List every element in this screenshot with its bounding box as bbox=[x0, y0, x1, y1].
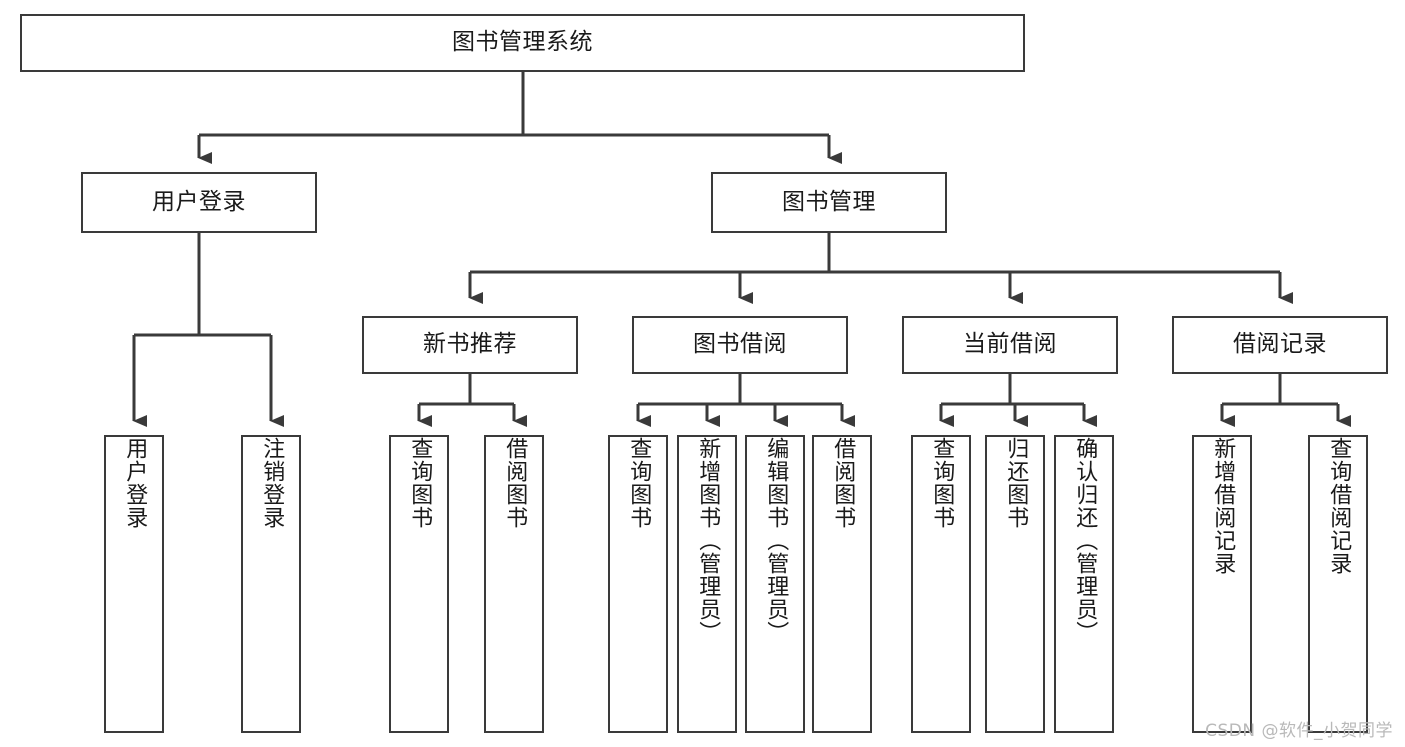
node-user-login-label: 用户登录 bbox=[152, 188, 246, 215]
node-leaf-borrow-book-1[interactable]: 借阅图书 bbox=[484, 435, 544, 733]
node-leaf-borrow-book-2-label: 借阅图书 bbox=[830, 437, 856, 529]
node-leaf-return-book-label: 归还图书 bbox=[1003, 437, 1029, 529]
node-leaf-confirm-return[interactable]: 确认归还（管理员） bbox=[1054, 435, 1114, 733]
node-leaf-return-book[interactable]: 归还图书 bbox=[985, 435, 1045, 733]
node-leaf-edit-book[interactable]: 编辑图书（管理员） bbox=[745, 435, 805, 733]
node-book-manage[interactable]: 图书管理 bbox=[711, 172, 947, 233]
node-root[interactable]: 图书管理系统 bbox=[20, 14, 1025, 72]
node-book-manage-label: 图书管理 bbox=[782, 188, 876, 215]
csdn-watermark: CSDN @软件_小贺同学 bbox=[1205, 721, 1393, 741]
node-borrow-record[interactable]: 借阅记录 bbox=[1172, 316, 1388, 374]
node-user-login[interactable]: 用户登录 bbox=[81, 172, 317, 233]
node-leaf-confirm-return-label: 确认归还（管理员） bbox=[1072, 437, 1098, 644]
node-leaf-user-login[interactable]: 用户登录 bbox=[104, 435, 164, 733]
node-leaf-add-book-label: 新增图书（管理员） bbox=[695, 437, 721, 644]
node-borrow-record-label: 借阅记录 bbox=[1233, 331, 1327, 358]
node-book-borrow[interactable]: 图书借阅 bbox=[632, 316, 848, 374]
node-new-book-recommend[interactable]: 新书推荐 bbox=[362, 316, 578, 374]
node-root-label: 图书管理系统 bbox=[452, 29, 593, 56]
node-new-book-recommend-label: 新书推荐 bbox=[423, 331, 517, 358]
node-leaf-query-book-3[interactable]: 查询图书 bbox=[911, 435, 971, 733]
node-book-borrow-label: 图书借阅 bbox=[693, 331, 787, 358]
node-leaf-query-book-1-label: 查询图书 bbox=[407, 437, 433, 529]
node-leaf-edit-book-label: 编辑图书（管理员） bbox=[763, 437, 789, 644]
node-leaf-query-book-3-label: 查询图书 bbox=[929, 437, 955, 529]
node-leaf-add-record[interactable]: 新增借阅记录 bbox=[1192, 435, 1252, 733]
node-leaf-add-record-label: 新增借阅记录 bbox=[1210, 437, 1236, 575]
node-leaf-query-book-2[interactable]: 查询图书 bbox=[608, 435, 668, 733]
node-leaf-query-book-2-label: 查询图书 bbox=[626, 437, 652, 529]
node-leaf-query-record-label: 查询借阅记录 bbox=[1326, 437, 1352, 575]
node-leaf-borrow-book-1-label: 借阅图书 bbox=[502, 437, 528, 529]
node-current-borrow[interactable]: 当前借阅 bbox=[902, 316, 1118, 374]
node-leaf-user-logout[interactable]: 注销登录 bbox=[241, 435, 301, 733]
node-leaf-user-login-label: 用户登录 bbox=[122, 437, 148, 529]
node-leaf-user-logout-label: 注销登录 bbox=[259, 437, 285, 529]
node-leaf-query-record[interactable]: 查询借阅记录 bbox=[1308, 435, 1368, 733]
node-leaf-add-book[interactable]: 新增图书（管理员） bbox=[677, 435, 737, 733]
node-leaf-query-book-1[interactable]: 查询图书 bbox=[389, 435, 449, 733]
node-current-borrow-label: 当前借阅 bbox=[963, 331, 1057, 358]
node-leaf-borrow-book-2[interactable]: 借阅图书 bbox=[812, 435, 872, 733]
